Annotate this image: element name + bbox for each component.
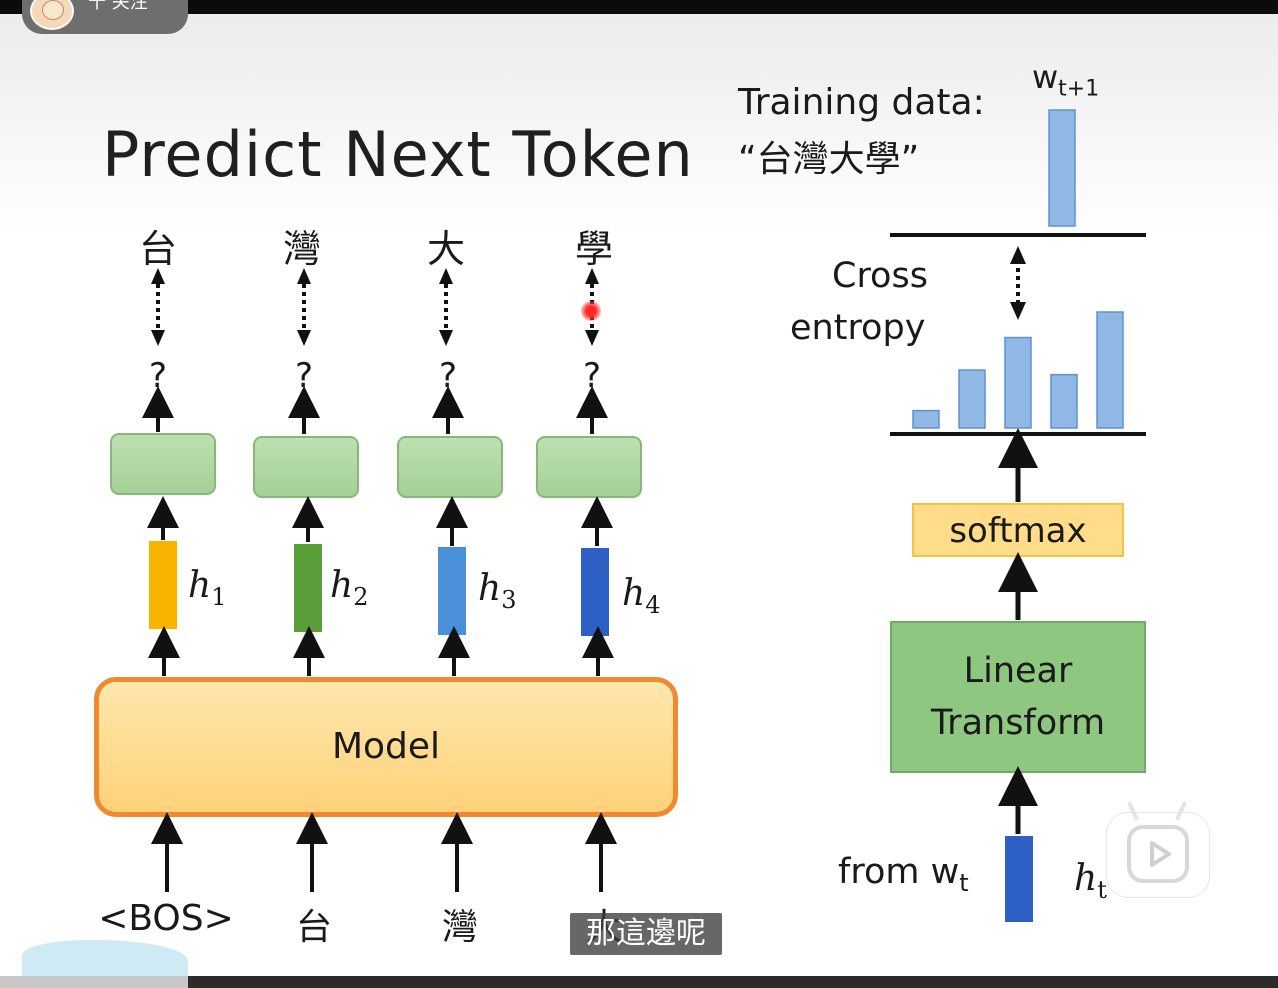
output-box-2 [253, 436, 359, 498]
hidden-vector-1 [149, 541, 177, 629]
output-token-4: 學 [574, 227, 613, 271]
decorative-cloud [22, 940, 188, 978]
input-token-1: <BOS> [98, 898, 234, 939]
progress-played [0, 976, 188, 988]
linear-label-line1: Linear [963, 651, 1073, 691]
linear-transform-box: Linear Transform [890, 621, 1146, 773]
output-token-3: 大 [426, 227, 465, 271]
slide-title: Predict Next Token [102, 118, 694, 191]
output-token-1: 台 [138, 227, 177, 271]
uploader-avatar[interactable] [30, 0, 74, 30]
ht-label: ht [1074, 858, 1107, 905]
unknown-mark-1: ? [148, 356, 168, 396]
follow-label: 十 关注 [88, 0, 148, 13]
input-token-2: 台 [295, 907, 332, 948]
unknown-mark-4: ? [582, 356, 602, 396]
training-data-label: Training data: [738, 82, 985, 123]
output-box-4 [536, 436, 642, 498]
training-data-value: “台灣大學” [738, 139, 920, 180]
subtitle-caption: 那這邊呢 [570, 913, 722, 955]
hidden-vector-2 [294, 544, 322, 632]
output-token-2: 灣 [282, 227, 321, 271]
model-box: Model [94, 677, 678, 817]
loss-label-line2: entropy [790, 308, 926, 348]
hidden-vector-4 [581, 548, 609, 636]
hidden-label-4: h4 [622, 573, 661, 620]
video-progress-bar[interactable] [0, 976, 1278, 988]
output-box-3 [397, 436, 503, 498]
hidden-label-3: h3 [478, 568, 517, 615]
hidden-label-2: h2 [330, 565, 369, 612]
output-box-1 [110, 433, 216, 495]
from-token-label: from wt [838, 852, 969, 897]
target-token-label: wt+1 [1032, 58, 1100, 102]
follow-button[interactable]: 十 关注 [22, 0, 188, 34]
pointer-cursor [581, 301, 601, 321]
video-top-bar [0, 0, 1278, 14]
play-button[interactable] [1106, 801, 1210, 898]
hidden-label-1: h1 [188, 565, 227, 612]
unknown-mark-2: ? [294, 356, 314, 396]
unknown-mark-3: ? [438, 356, 458, 396]
hidden-vector-3 [438, 547, 466, 635]
loss-label-line1: Cross [832, 256, 928, 296]
input-token-3: 灣 [441, 907, 478, 948]
linear-label-line2: Transform [930, 703, 1106, 743]
ht-vector [1005, 836, 1033, 922]
softmax-box: softmax [912, 503, 1124, 557]
play-icon [1127, 825, 1189, 883]
